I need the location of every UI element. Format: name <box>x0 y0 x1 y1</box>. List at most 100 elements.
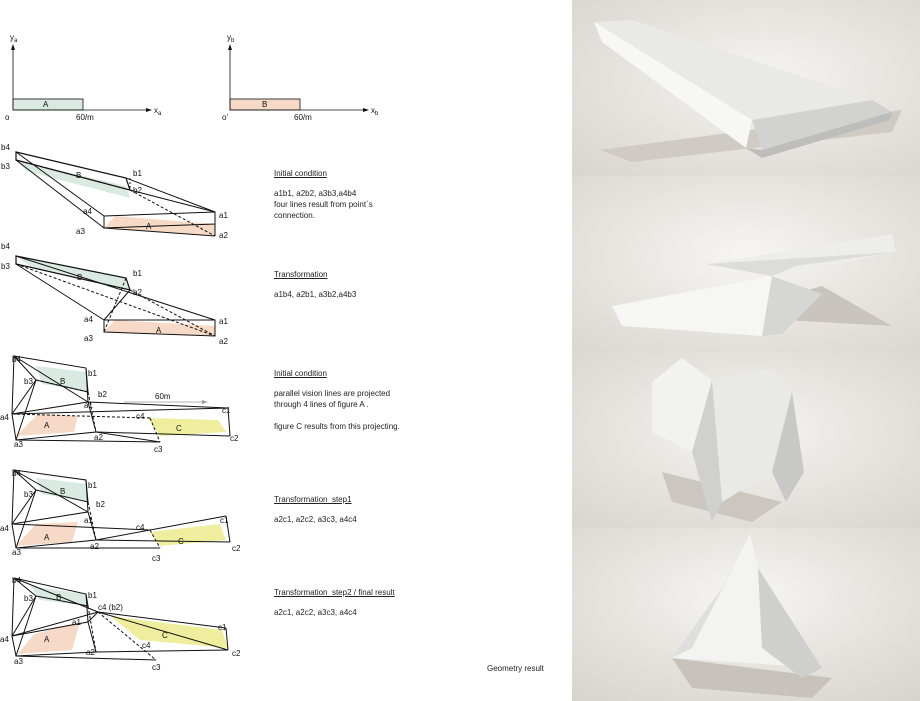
svg-text:a4: a4 <box>83 207 92 216</box>
svg-text:b4: b4 <box>12 576 21 585</box>
svg-text:a3: a3 <box>14 657 23 666</box>
diagram-3-labels: b4 b3 b1 b2 B a4 a1 a3 a2 A 60m c4 c1 c2… <box>0 355 239 454</box>
svg-text:B: B <box>76 171 81 180</box>
svg-text:b3: b3 <box>1 262 10 271</box>
axis-b-y-label: yb <box>227 33 235 44</box>
svg-text:a4: a4 <box>84 315 93 324</box>
svg-text:b3: b3 <box>1 162 10 171</box>
svg-text:a3: a3 <box>12 548 21 557</box>
step-body: a1b1, a2b2, a3b3,a4b4 four lines result … <box>274 189 373 220</box>
svg-text:c2: c2 <box>230 434 239 443</box>
axis-a-length-label: 60/m <box>76 113 94 122</box>
diagram-projection <box>11 355 231 443</box>
svg-text:b2: b2 <box>96 500 105 509</box>
svg-text:a2: a2 <box>94 433 103 442</box>
svg-text:c1: c1 <box>222 406 231 415</box>
axis-a-x-label: xa <box>154 106 162 117</box>
axis-a-origin: o <box>5 113 10 122</box>
svg-text:b3: b3 <box>24 594 33 603</box>
svg-text:B: B <box>60 487 65 496</box>
step-transformation-step1: Transformation_step1 a2c1, a2c2, a3c3, a… <box>274 494 534 525</box>
svg-text:b4: b4 <box>1 242 10 251</box>
figure-b-label: B <box>262 100 267 109</box>
geometry-result-caption: Geometry result <box>487 664 544 673</box>
svg-text:b1: b1 <box>133 269 142 278</box>
svg-text:b2: b2 <box>133 186 142 195</box>
svg-text:b1: b1 <box>88 481 97 490</box>
diagram-transformation-step1 <box>11 469 231 549</box>
render-panel-3 <box>572 352 920 528</box>
svg-text:c2: c2 <box>232 544 241 553</box>
axis-b-length-label: 60/m <box>294 113 312 122</box>
svg-text:a1: a1 <box>219 317 228 326</box>
svg-text:b4: b4 <box>12 469 21 478</box>
svg-text:a2: a2 <box>219 231 228 240</box>
diagram-5-labels: b4 b3 b1 c4 (b2) B a4 a1 a3 a2 A c4 c1 c… <box>0 576 241 672</box>
svg-text:c2: c2 <box>232 649 241 658</box>
svg-text:a1: a1 <box>84 516 93 525</box>
svg-text:b2: b2 <box>133 288 142 297</box>
svg-text:a4: a4 <box>0 524 9 533</box>
axis-b-origin: o' <box>222 113 228 122</box>
step-body: a2c1, a2c2, a3c3, a4c4 <box>274 608 357 617</box>
svg-text:c3: c3 <box>154 445 163 454</box>
step-initial-condition: Initial condition a1b1, a2b2, a3b3,a4b4 … <box>274 168 534 221</box>
svg-text:a3: a3 <box>76 227 85 236</box>
diagram-transformation <box>15 255 216 337</box>
step-initial-condition-projection: Initial condition parallel vision lines … <box>274 368 534 432</box>
svg-text:A: A <box>44 635 50 644</box>
axis-b-x-label: xb <box>371 106 379 117</box>
svg-text:b1: b1 <box>133 169 142 178</box>
svg-text:b2: b2 <box>98 390 107 399</box>
step-title: Transformation_step1 <box>274 495 352 504</box>
svg-text:c3: c3 <box>152 663 161 672</box>
svg-text:60m: 60m <box>155 392 171 401</box>
step-title: Transformation <box>274 270 328 279</box>
svg-text:A: A <box>44 421 50 430</box>
step-title: Initial condition <box>274 369 327 378</box>
diagram-transformation-step2 <box>11 577 229 661</box>
svg-text:b3: b3 <box>24 490 33 499</box>
svg-text:B: B <box>77 273 82 282</box>
diagram-2-labels: b4 b3 b1 b2 B a4 a3 a1 a2 A <box>1 242 228 346</box>
step-transformation-step2: Transformation_step2 / final result a2c1… <box>274 587 534 618</box>
svg-text:a2: a2 <box>219 337 228 346</box>
render-panel-1 <box>572 0 920 176</box>
svg-text:c4: c4 <box>142 641 151 650</box>
svg-text:c3: c3 <box>152 554 161 563</box>
step-body: a1b4, a2b1, a3b2,a4b3 <box>274 290 357 299</box>
svg-text:B: B <box>56 593 61 602</box>
svg-text:c4: c4 <box>136 523 145 532</box>
svg-text:B: B <box>60 377 65 386</box>
step-transformation: Transformation a1b4, a2b1, a3b2,a4b3 <box>274 269 534 300</box>
svg-text:a1: a1 <box>84 401 93 410</box>
svg-text:A: A <box>146 222 152 231</box>
svg-text:b1: b1 <box>88 591 97 600</box>
render-panel-4 <box>572 528 920 701</box>
svg-text:a3: a3 <box>14 440 23 449</box>
svg-text:C: C <box>178 537 184 546</box>
svg-text:C: C <box>162 631 168 640</box>
svg-text:a2: a2 <box>90 542 99 551</box>
step-body: parallel vision lines are projected thro… <box>274 389 400 431</box>
construction-diagram: ya xa o 60/m A yb xb o' 60/m B b4 b <box>0 33 379 672</box>
svg-text:A: A <box>44 533 50 542</box>
svg-text:a2: a2 <box>86 648 95 657</box>
render-panel-2 <box>572 176 920 352</box>
axis-system-b: yb xb o' 60/m B <box>222 33 379 122</box>
svg-text:a1: a1 <box>72 618 81 627</box>
diagram-1-labels: b4 b3 b1 b2 B a4 a3 a1 a2 A <box>1 143 228 240</box>
svg-text:C: C <box>176 424 182 433</box>
svg-text:c1: c1 <box>220 516 229 525</box>
svg-text:a4: a4 <box>0 635 9 644</box>
step-title: Transformation_step2 / final result <box>274 588 395 597</box>
diagram-4-labels: b4 b3 b1 b2 B a4 a1 a3 a2 A c4 c1 c2 c3 … <box>0 469 241 563</box>
figure-a-label: A <box>43 100 49 109</box>
svg-text:b3: b3 <box>24 377 33 386</box>
step-title: Initial condition <box>274 169 327 178</box>
svg-text:c4 (b2): c4 (b2) <box>98 603 123 612</box>
svg-text:b4: b4 <box>1 143 10 152</box>
svg-text:c1: c1 <box>218 623 227 632</box>
svg-text:b1: b1 <box>88 369 97 378</box>
svg-text:A: A <box>156 326 162 335</box>
